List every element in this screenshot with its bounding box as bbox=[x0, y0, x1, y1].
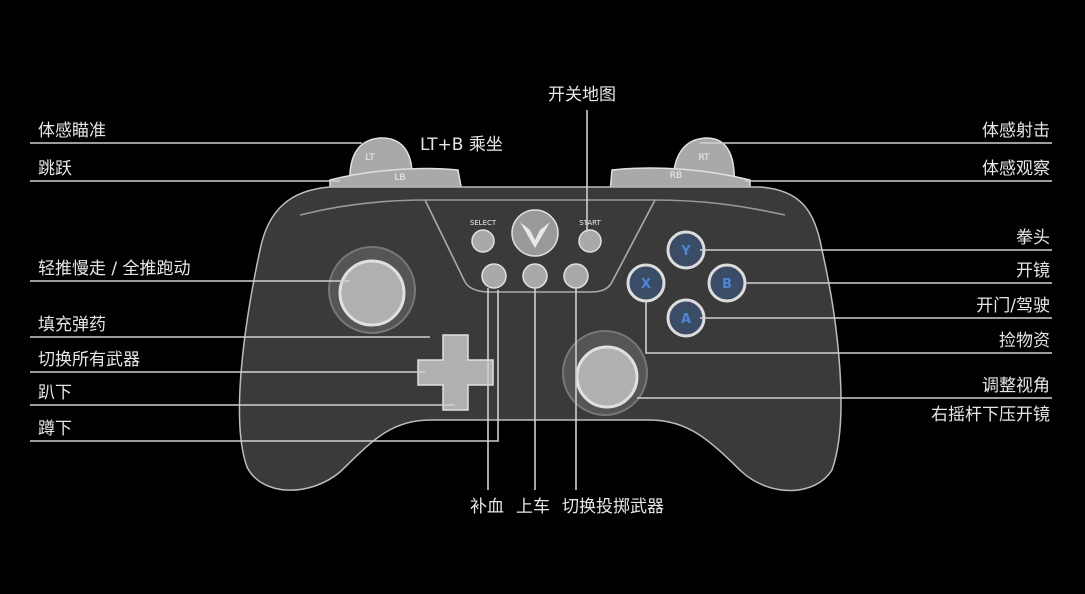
label-r3-scope: 右摇杆下压开镜 bbox=[931, 405, 1050, 425]
rb-label: RB bbox=[670, 171, 682, 181]
heal-button[interactable] bbox=[481, 263, 507, 289]
y-letter: Y bbox=[680, 244, 691, 259]
label-prone: 趴下 bbox=[38, 383, 72, 403]
a-letter: A bbox=[681, 312, 691, 327]
label-crouch: 蹲下 bbox=[38, 419, 72, 439]
label-adjust-view: 调整视角 bbox=[982, 376, 1050, 396]
rt-label: RT bbox=[698, 153, 710, 163]
label-motion-look: 体感观察 bbox=[982, 159, 1050, 179]
center-panel bbox=[424, 199, 656, 293]
x-letter: X bbox=[641, 277, 651, 292]
label-switch-weapons: 切换所有武器 bbox=[38, 350, 140, 370]
label-fist: 拳头 bbox=[1016, 228, 1050, 248]
vehicle-button[interactable] bbox=[522, 263, 548, 289]
lb-label: LB bbox=[394, 173, 405, 183]
map-toggle-label: 开关地图 bbox=[548, 85, 616, 105]
label-motion-shoot: 体感射击 bbox=[982, 121, 1050, 141]
select-label: SELECT bbox=[470, 219, 497, 227]
label-board: 上车 bbox=[516, 497, 550, 517]
right-stick[interactable] bbox=[575, 345, 639, 409]
dpad[interactable] bbox=[417, 334, 494, 411]
logo-icon bbox=[520, 222, 550, 248]
label-scope: 开镜 bbox=[1016, 261, 1050, 281]
label-walk-run: 轻推慢走 / 全推跑动 bbox=[38, 258, 191, 279]
label-jump: 跳跃 bbox=[38, 159, 72, 179]
label-heal: 补血 bbox=[470, 497, 504, 517]
bottom-labels: 补血 上车 切换投掷武器 bbox=[470, 497, 664, 517]
start-button[interactable] bbox=[578, 229, 602, 253]
label-door-drive: 开门/驾驶 bbox=[976, 296, 1050, 316]
start-label: START bbox=[579, 219, 601, 227]
right-labels: 体感射击 体感观察 拳头 开镜 开门/驾驶 捡物资 调整视角 右摇杆下压开镜 bbox=[931, 121, 1050, 425]
label-motion-aim: 体感瞄准 bbox=[38, 121, 106, 141]
label-pickup: 捡物资 bbox=[999, 331, 1050, 351]
left-labels: 体感瞄准 跳跃 轻推慢走 / 全推跑动 填充弹药 切换所有武器 趴下 蹲下 bbox=[38, 121, 191, 439]
combo-label: LT+B 乘坐 bbox=[420, 135, 503, 155]
throwable-button[interactable] bbox=[563, 263, 589, 289]
left-stick[interactable] bbox=[338, 259, 406, 327]
lt-label: LT bbox=[365, 153, 375, 163]
label-reload: 填充弹药 bbox=[38, 315, 106, 335]
home-logo-button[interactable] bbox=[511, 209, 559, 257]
leader-lines bbox=[30, 110, 1052, 490]
b-letter: B bbox=[722, 277, 732, 292]
select-button[interactable] bbox=[471, 229, 495, 253]
label-throwable: 切换投掷武器 bbox=[562, 497, 664, 517]
